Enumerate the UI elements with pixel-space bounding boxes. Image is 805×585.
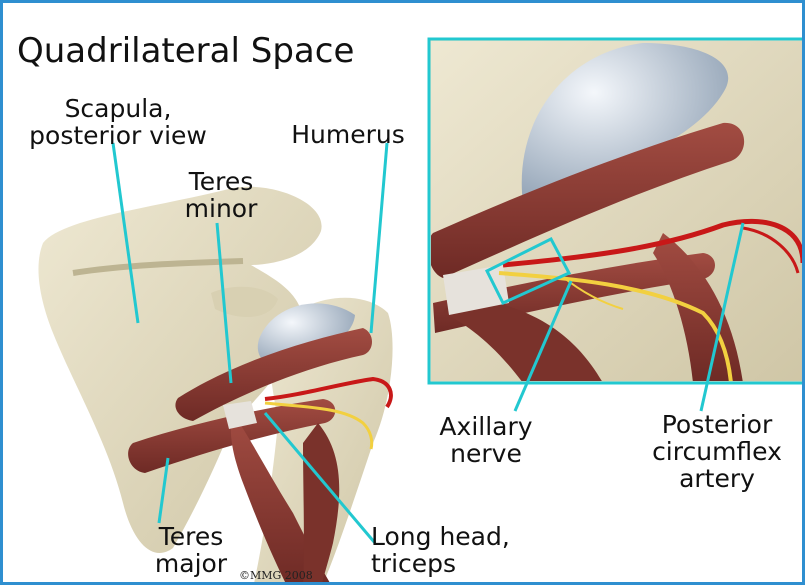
copyright-notice: ©MMG 2008	[239, 569, 313, 582]
page-title: Quadrilateral Space	[17, 31, 354, 71]
label-posterior-circumflex-artery: Posterior circumflex artery	[637, 411, 797, 492]
label-teres-minor: Teres minor	[171, 168, 271, 222]
label-axillary-nerve: Axillary nerve	[431, 413, 541, 467]
label-humerus: Humerus	[283, 121, 413, 148]
label-teres-major: Teres major	[141, 523, 241, 577]
anatomy-illustration	[3, 3, 805, 585]
label-scapula: Scapula, posterior view	[13, 95, 223, 149]
inset-panel	[428, 39, 805, 383]
label-long-head-triceps: Long head, triceps	[371, 523, 513, 577]
